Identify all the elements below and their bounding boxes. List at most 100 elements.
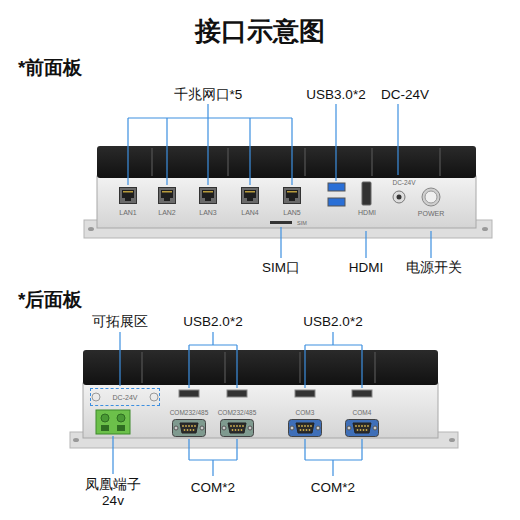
front-device: [439, 148, 441, 176]
port-label: COM3: [296, 409, 315, 416]
usb2-port: [179, 390, 199, 397]
rear-device: [70, 350, 458, 448]
phoenix-terminal: [96, 410, 130, 434]
leader-line: [128, 104, 431, 258]
com-port: [221, 420, 254, 437]
port-label: LAN4: [241, 209, 259, 217]
rear-device: [141, 352, 143, 383]
callout-label: 可拓展区: [92, 314, 148, 330]
dc-jack: [393, 191, 405, 203]
rear-device: [92, 393, 100, 401]
leader-line: [128, 104, 292, 185]
front-device: [227, 148, 229, 176]
callout-label: USB2.0*2: [183, 314, 242, 330]
expansion-area-box: DC-24V: [90, 388, 160, 406]
hdmi-port: [362, 182, 371, 205]
section-heading: *前面板: [18, 57, 82, 79]
callout-label: COM*2: [191, 480, 235, 496]
usb2-port: [179, 390, 372, 397]
lan-port: [159, 188, 176, 204]
rear-device: [83, 383, 438, 438]
usb2-port: [227, 390, 247, 397]
callout-label: 千兆网口*5: [174, 87, 243, 103]
leader-line: [335, 104, 336, 181]
com-port: [173, 420, 206, 437]
front-device: [304, 148, 306, 176]
leader-line: [113, 332, 362, 476]
port-label: COM4: [353, 409, 372, 416]
usb2-port: [352, 390, 372, 397]
callout-label: USB3.0*2: [306, 87, 365, 103]
lan-port: [242, 188, 259, 204]
callout-label: 电源开关: [406, 260, 462, 276]
callout-label: SIM口: [262, 260, 300, 276]
lan-port: [200, 188, 217, 204]
rear-device: [73, 438, 79, 442]
sim-slot: [270, 221, 292, 224]
rear-device: [150, 393, 158, 401]
dc-jack: [393, 191, 405, 203]
lan-port: [120, 188, 137, 204]
phoenix-terminal: [96, 410, 130, 434]
phoenix-terminal: [117, 425, 125, 431]
section-heading: *后面板: [18, 289, 82, 311]
usb3-port: [328, 198, 345, 206]
com-port: [173, 420, 379, 437]
port-label: COM232/485: [218, 409, 257, 416]
leader-line: [397, 104, 398, 175]
front-device: [97, 176, 476, 228]
port-label: LAN2: [158, 209, 176, 217]
phoenix-terminal: [101, 425, 109, 431]
callout-label: COM*2: [311, 480, 355, 496]
port-label: LAN3: [199, 209, 217, 217]
port-label: COM232/485: [170, 409, 209, 416]
usb2-port: [295, 390, 315, 397]
leader-line: [189, 439, 237, 476]
node-text: DC-24V: [113, 394, 138, 401]
leader-line: [280, 227, 281, 258]
front-device: [97, 146, 476, 178]
leader-line: [189, 332, 237, 388]
power-button: [422, 188, 440, 206]
callout-label: HDMI: [349, 260, 384, 276]
port-label: DC-24V: [392, 179, 415, 186]
lan-port: [120, 188, 301, 204]
rear-device: [299, 352, 301, 383]
callout-label: DC-24V: [381, 87, 429, 103]
com-port: [289, 420, 322, 437]
power-button: [422, 188, 440, 206]
rear-device: [83, 350, 438, 385]
port-label: SIM: [297, 220, 307, 226]
power-button: [425, 191, 437, 203]
leader-line: [430, 231, 431, 258]
sim-slot: [270, 221, 292, 224]
front-device: [482, 227, 488, 231]
phoenix-terminal: [101, 414, 109, 422]
port-label: POWER: [418, 210, 444, 218]
callout-label: 凤凰端子 24v: [81, 477, 145, 508]
usb3-port: [328, 183, 345, 206]
port-label: LAN5: [283, 209, 301, 217]
port-label: HDMI: [358, 209, 376, 217]
rear-device: [142, 352, 375, 383]
leader-line: [365, 231, 366, 258]
front-device: [84, 146, 492, 238]
usb3-port: [328, 183, 345, 191]
front-device: [151, 148, 153, 176]
hdmi-port: [362, 182, 371, 205]
phoenix-terminal: [117, 414, 125, 422]
rear-device: [374, 352, 376, 383]
front-device: [152, 148, 440, 176]
leader-line: [119, 332, 120, 386]
dc-jack: [397, 195, 402, 200]
rear-device: [449, 438, 455, 442]
rear-device: [224, 352, 226, 383]
front-device: [88, 227, 94, 231]
front-device: [371, 148, 373, 176]
com-port: [346, 420, 379, 437]
page-title: 接口示意图: [195, 17, 325, 47]
leader-line: [305, 332, 362, 388]
leader-line: [305, 439, 362, 476]
lan-port: [284, 188, 301, 204]
